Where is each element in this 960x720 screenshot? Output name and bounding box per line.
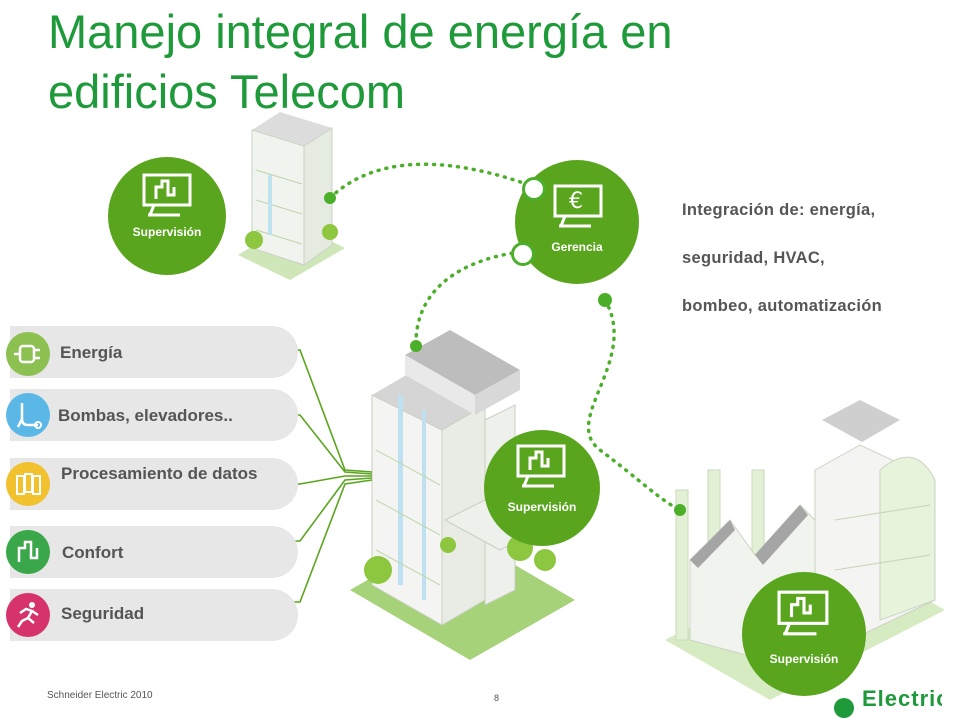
category-circle-procesamiento xyxy=(6,462,50,506)
server-icon xyxy=(16,473,41,495)
supervision-circle-factory: Supervisión xyxy=(742,572,866,696)
category-bombas: Bombas, elevadores.. xyxy=(10,389,298,441)
category-label-seguridad: Seguridad xyxy=(61,604,145,623)
category-circle-bombas xyxy=(6,393,50,437)
category-confort: Confort xyxy=(10,526,298,578)
integration-line-2: seguridad, HVAC, xyxy=(682,249,825,267)
footer-company: Schneider Electric 2010 xyxy=(47,690,153,701)
supervision-label-top: Supervisión xyxy=(132,225,202,239)
page-number: 8 xyxy=(494,693,500,703)
category-seguridad: Seguridad xyxy=(10,589,298,641)
connector-endpoints xyxy=(324,192,686,516)
plug-icon xyxy=(14,344,40,364)
integration-text: Integración de: energía, seguridad, HVAC… xyxy=(682,186,952,330)
page-title: Manejo integral de energía en edificios … xyxy=(48,2,848,122)
integration-line-3: bombeo, automatización xyxy=(682,297,883,315)
running-person-icon xyxy=(16,602,39,628)
monitor-thermometer-icon xyxy=(142,173,192,217)
category-label-confort: Confort xyxy=(62,543,124,562)
monitor-thermometer-icon xyxy=(777,590,829,636)
category-label-energia: Energía xyxy=(60,343,123,362)
category-label-procesamiento: Procesamiento de datos xyxy=(61,464,258,483)
category-energia: Energía xyxy=(10,326,298,378)
title-line-1: Manejo integral de energía en xyxy=(48,5,673,58)
small-building-illustration xyxy=(238,112,345,280)
category-procesamiento: Procesamiento de datos xyxy=(10,458,298,510)
pump-icon xyxy=(16,403,42,429)
category-circle-confort xyxy=(6,530,50,574)
brand-logo: Electric xyxy=(832,686,942,720)
monitor-euro-icon: € xyxy=(553,184,603,228)
dotted-connectors xyxy=(328,162,682,512)
supervision-label-factory: Supervisión xyxy=(769,652,839,666)
category-label-bombas: Bombas, elevadores.. xyxy=(58,406,233,425)
gerencia-connector-node-top xyxy=(522,177,546,201)
category-circle-energia xyxy=(6,332,50,376)
integration-line-1: Integración de: energía, xyxy=(682,201,876,219)
title-line-2: edificios Telecom xyxy=(48,65,406,118)
gerencia-connector-node-left xyxy=(511,242,535,266)
category-connector-lines xyxy=(292,349,373,603)
logo-text: Electric xyxy=(862,686,942,711)
supervision-circle-top: Supervisión xyxy=(108,157,226,275)
supervision-label-center: Supervisión xyxy=(507,500,577,514)
supervision-circle-center: Supervisión xyxy=(484,430,600,546)
monitor-thermometer-icon xyxy=(516,444,566,488)
logo-mark-icon xyxy=(834,698,854,718)
gerencia-label: Gerencia xyxy=(551,240,603,254)
svg-text:€: € xyxy=(569,189,583,214)
category-circle-seguridad xyxy=(6,593,50,637)
thermometer-icon xyxy=(17,540,39,562)
